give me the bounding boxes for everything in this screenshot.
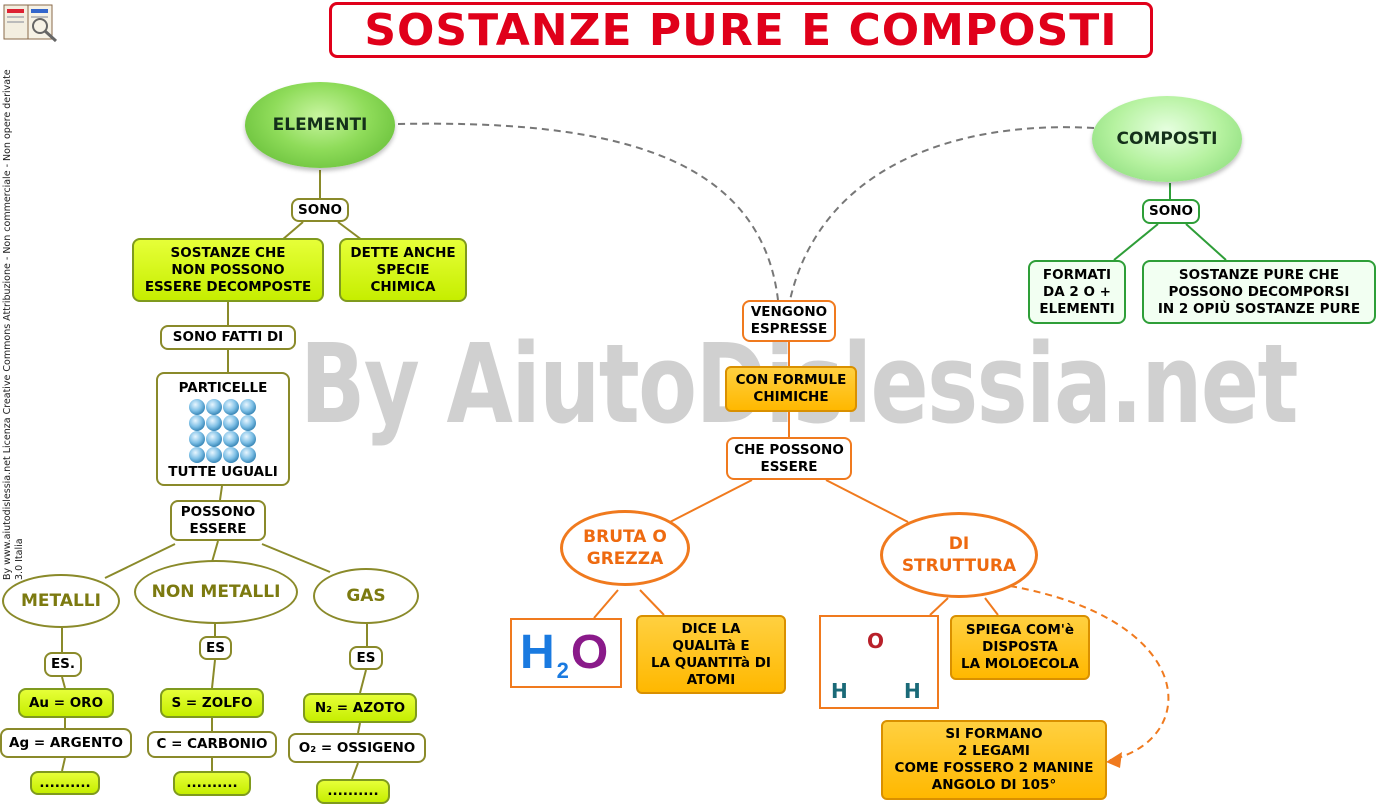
non-metalli-es-label: ES (199, 636, 232, 660)
example-gas-more: .......... (316, 779, 390, 804)
page-title: SOSTANZE PURE E COMPOSTI (329, 2, 1153, 58)
composti-node: COMPOSTI (1092, 96, 1242, 182)
elementi-node: ELEMENTI (245, 82, 395, 168)
h2o-h: H (520, 626, 555, 679)
particles-grid-icon (189, 399, 256, 463)
composti-label: COMPOSTI (1116, 129, 1218, 149)
h2o-formula-box: H2O (510, 618, 622, 688)
gas-node: GAS (313, 568, 419, 624)
example-argento: Ag = ARGENTO (0, 728, 132, 758)
structural-formula-box: O H H (819, 615, 939, 709)
example-ossigeno: O₂ = OSSIGENO (288, 733, 426, 763)
sono-fatti-di-label: SONO FATTI DI (160, 325, 296, 350)
composti-sono-label: SONO (1142, 199, 1200, 224)
example-carbonio: C = CARBONIO (147, 731, 277, 758)
example-oro: Au = ORO (18, 688, 114, 718)
logo (2, 2, 60, 44)
particelle-label: PARTICELLE (178, 380, 268, 396)
particelle-box: PARTICELLE TUTTE UGUALI (156, 372, 290, 486)
tutte-uguali-label: TUTTE UGUALI (168, 464, 278, 480)
example-azoto: N₂ = AZOTO (303, 693, 417, 723)
example-metalli-more: .......... (30, 771, 100, 795)
h2o-subscript: 2 (556, 658, 569, 683)
example-zolfo: S = ZOLFO (160, 688, 264, 718)
h2o-o: O (570, 626, 609, 679)
struct-o-atom: O (867, 629, 885, 653)
metalli-node: METALLI (2, 574, 120, 628)
license-credit: By www.aiutodislessia.net Licenza Creati… (2, 69, 25, 580)
struct-h-atom-left: H (831, 679, 848, 703)
elementi-label: ELEMENTI (272, 115, 368, 135)
non-metalli-node: NON METALLI (134, 560, 298, 624)
elementi-sono-label: SONO (291, 198, 349, 222)
gas-es-label: ES (349, 646, 383, 670)
struct-h-atom-right: H (904, 679, 921, 703)
metalli-es-label: ES. (44, 652, 82, 677)
example-non-metalli-more: .......... (173, 771, 251, 796)
